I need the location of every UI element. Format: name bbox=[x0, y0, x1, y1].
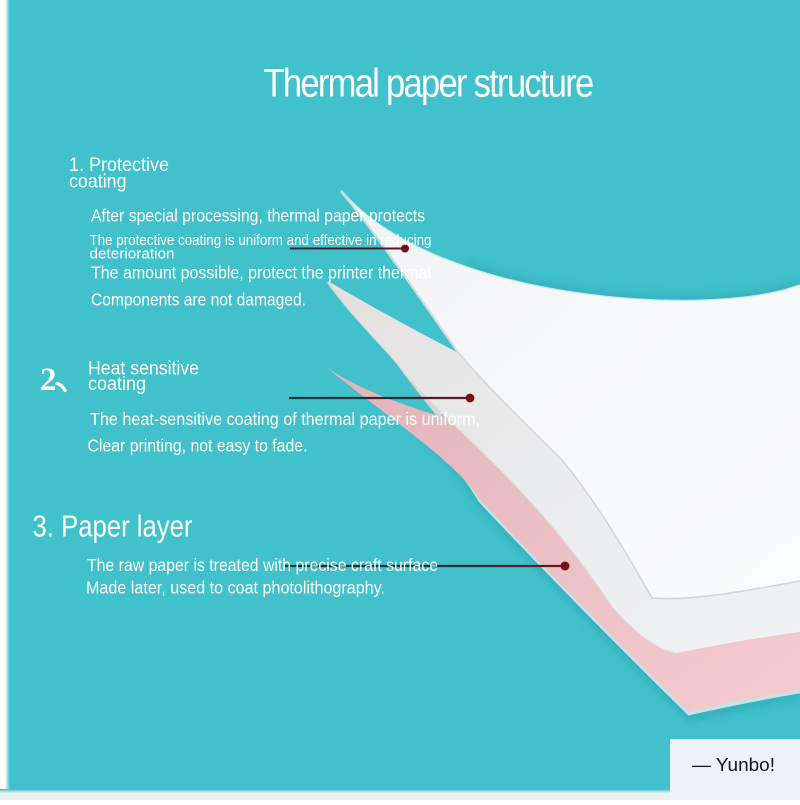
svg-text:Heat sensitive: Heat sensitive bbox=[88, 358, 199, 379]
svg-text:Clear printing, not easy to fa: Clear printing, not easy to fade. bbox=[88, 436, 308, 456]
svg-text:3. Paper layer: 3. Paper layer bbox=[33, 509, 193, 544]
svg-text:The raw paper is treated with: The raw paper is treated with precise cr… bbox=[87, 555, 438, 575]
svg-text:coating: coating bbox=[88, 374, 146, 395]
svg-text:— Yunbo!: — Yunbo! bbox=[692, 755, 775, 775]
svg-text:Components are not damaged.: Components are not damaged. bbox=[91, 289, 306, 309]
svg-text:The heat-sensitive coating of: The heat-sensitive coating of thermal pa… bbox=[90, 409, 480, 429]
svg-text:The protective coating is unif: The protective coating is uniform and ef… bbox=[90, 233, 432, 249]
svg-text:The amount possible, protect t: The amount possible, protect the printer… bbox=[91, 262, 431, 282]
svg-text:deterioration: deterioration bbox=[90, 247, 175, 263]
svg-text:Made later, used to coat photo: Made later, used to coat photolithograph… bbox=[86, 578, 385, 598]
svg-text:2: 2 bbox=[40, 362, 57, 398]
svg-text:Thermal paper structure: Thermal paper structure bbox=[264, 62, 594, 106]
svg-text:coating: coating bbox=[69, 172, 127, 193]
svg-text:After special processing, ther: After special processing, thermal paper … bbox=[91, 206, 425, 226]
svg-text:1. Protective: 1. Protective bbox=[69, 155, 169, 176]
